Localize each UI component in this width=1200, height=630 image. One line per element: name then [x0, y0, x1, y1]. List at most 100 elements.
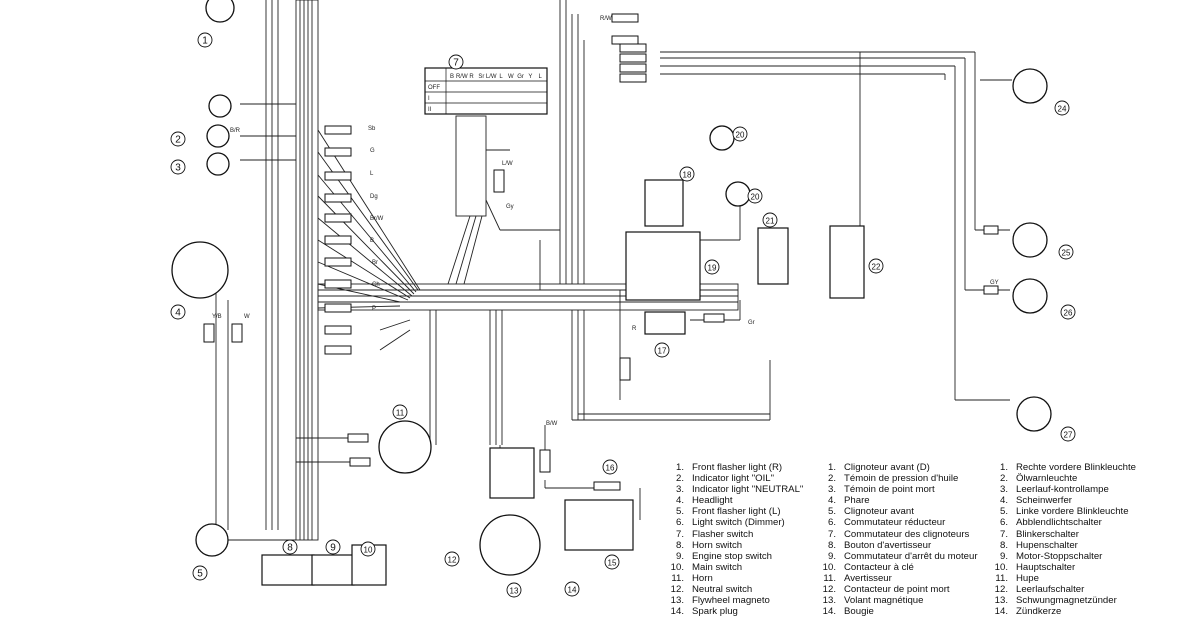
rear-flasher-bulb-24 [1012, 68, 1048, 104]
legend-item: 7.Commutateur des clignoteurs [818, 529, 986, 540]
component-number-17: 17 [654, 342, 670, 358]
component-number-27: 27 [1060, 426, 1076, 442]
legend-item-number: 1. [999, 462, 1008, 473]
legend-item-text: Commutateur réducteur [844, 517, 946, 529]
battery-22 [829, 225, 865, 299]
component-number-8: 8 [282, 539, 298, 555]
legend-item-text: Indicator light "OIL" [692, 473, 775, 485]
legend-item-text: Témoin de pression d'huile [844, 473, 959, 485]
legend-item-text: Bouton d'avertisseur [844, 539, 932, 551]
switch-table-header: W [508, 74, 514, 80]
switch-table-header: Sr [478, 74, 484, 80]
legend-item: 5.Linke vordere Blinkleuchte [990, 506, 1160, 517]
svg-text:13: 13 [510, 587, 519, 596]
svg-text:19: 19 [708, 264, 717, 273]
svg-text:15: 15 [608, 559, 617, 568]
component-number-15: 15 [604, 554, 620, 570]
legend-item-number: 9. [675, 550, 684, 562]
legend-item-number: 8. [675, 539, 684, 551]
engine-stop-switch-9 [311, 554, 355, 586]
svg-text:21: 21 [766, 217, 775, 226]
rear-flasher-bulb-27 [1016, 396, 1052, 432]
component-number-22: 22 [868, 258, 884, 274]
legend-item: 7.Blinkerschalter [990, 529, 1160, 540]
component-number-1: 1 [197, 32, 213, 48]
horn-switch-8 [261, 554, 315, 586]
legend-item-number: 11. [823, 572, 836, 584]
rectifier-19 [625, 231, 701, 301]
legend-item: 12.Neutral switch [666, 584, 818, 595]
legend-item: 2. Ölwarnleuchte [990, 473, 1160, 484]
legend-item-text: Contacteur de point mort [844, 584, 950, 596]
legend-item-text: Headlight [692, 495, 733, 507]
svg-text:10: 10 [364, 546, 373, 555]
svg-text:12: 12 [448, 556, 457, 565]
component-number-14: 14 [564, 581, 580, 597]
component-number-10: 10 [360, 541, 376, 557]
switch-harness [455, 115, 487, 217]
wire-label: B/W [546, 421, 558, 427]
switch-table-header: R [469, 74, 474, 80]
component-number-3: 3 [170, 159, 186, 175]
legend-item-text: Hupe [1016, 572, 1039, 584]
svg-text:3: 3 [175, 163, 181, 174]
wire-label: Br/W [370, 216, 384, 222]
legend-item-text: Abblendlichtschalter [1016, 517, 1102, 529]
legend-item: 12.Leerlaufschalter [990, 584, 1160, 595]
legend-item-number: 14. [822, 606, 836, 618]
component-number-11: 11 [392, 404, 408, 420]
legend-item-text: Clignoteur avant [844, 506, 914, 518]
legend-item-number: 12. [670, 584, 684, 596]
legend-item-text: Leerlauf-kontrollampe [1016, 484, 1109, 496]
legend-item: 4.Phare [818, 495, 986, 506]
legend-item-text: Flywheel magneto [692, 595, 770, 607]
wire-label: Sb [368, 126, 376, 132]
legend-item-text: Blinkerschalter [1016, 528, 1079, 540]
legend-item-text: Ölwarnleuchte [1016, 473, 1078, 485]
svg-text:8: 8 [287, 543, 293, 554]
legend-item: 14.Zündkerze [990, 606, 1160, 617]
switch-table-header: L [499, 74, 503, 80]
headlight [171, 241, 229, 299]
legend-item: 6.Commutateur réducteur [818, 517, 986, 528]
wire-label: B [370, 238, 374, 244]
legend-item-number: 2. [999, 473, 1008, 485]
legend-item: 10.Main switch [666, 562, 818, 573]
component-number-19: 19 [704, 259, 720, 275]
legend-item-text: Témoin de point mort [844, 484, 935, 496]
legend-item: 8.Horn switch [666, 540, 818, 551]
wire-label: P [372, 306, 376, 312]
legend-item-text: Front flasher light (R) [692, 462, 783, 473]
legend-item: 6.Light switch (Dimmer) [666, 517, 818, 528]
legend-item-number: 3. [827, 484, 836, 496]
legend-item-number: 10. [670, 561, 684, 573]
legend-item-number: 4. [999, 495, 1008, 507]
legend-item-number: 7. [675, 528, 684, 540]
legend-item-number: 11. [995, 572, 1008, 584]
legend-item: 10.Contacteur à clé [818, 562, 986, 573]
switch-table-header: L/W [486, 74, 497, 80]
wire-label: G [370, 148, 375, 154]
svg-text:4: 4 [175, 308, 181, 319]
legend-item: 9.Commutateur d'arrêt du moteur [818, 551, 986, 562]
legend-item: 11.Horn [666, 573, 818, 584]
legend-item: 3.Indicator light "NEUTRAL" [666, 484, 818, 495]
indicator-oil-bulb [208, 94, 232, 118]
legend-item: 9.Engine stop switch [666, 551, 818, 562]
wire-label: Gr [748, 320, 755, 326]
component-number-4: 4 [170, 304, 186, 320]
legend-item-text: Bougie [844, 606, 874, 618]
legend-item-number: 4. [675, 495, 684, 507]
svg-text:5: 5 [197, 569, 203, 580]
legend-item-number: 8. [827, 539, 836, 551]
svg-text:18: 18 [683, 171, 692, 180]
svg-text:7: 7 [453, 58, 459, 69]
component-number-26: 26 [1060, 304, 1076, 320]
legend-item-text: Leerlaufschalter [1016, 584, 1085, 596]
legend-item: 11. Hupe [990, 573, 1160, 584]
svg-text:20: 20 [736, 131, 745, 140]
legend-item-number: 7. [827, 528, 836, 540]
flywheel-magneto [479, 514, 541, 576]
